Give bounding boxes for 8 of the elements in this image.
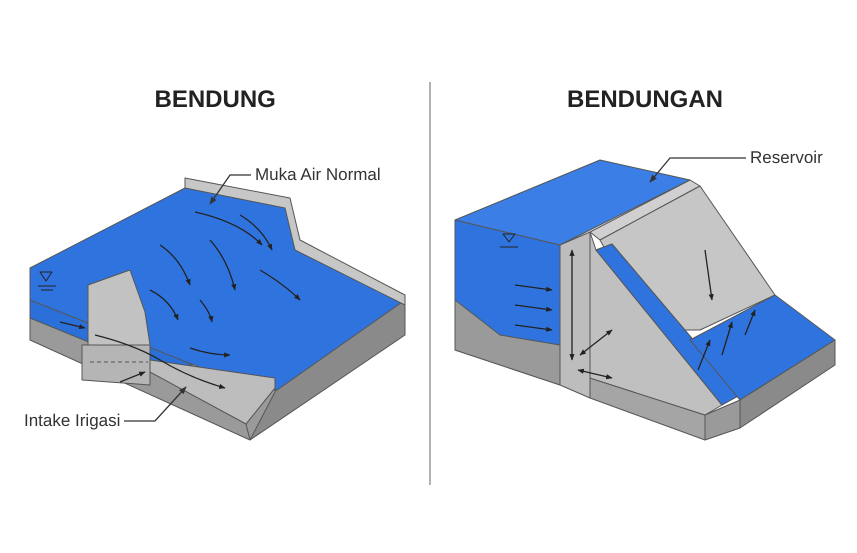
callout-label: Reservoir xyxy=(750,148,823,168)
leader-line xyxy=(124,386,187,422)
leader-line xyxy=(650,157,746,183)
heading: BENDUNG xyxy=(154,86,276,114)
callout-label: Intake Irigasi xyxy=(24,411,120,431)
leader-line xyxy=(209,174,251,205)
heading: BENDUNGAN xyxy=(567,86,723,114)
callout-label: Muka Air Normal xyxy=(255,165,381,185)
